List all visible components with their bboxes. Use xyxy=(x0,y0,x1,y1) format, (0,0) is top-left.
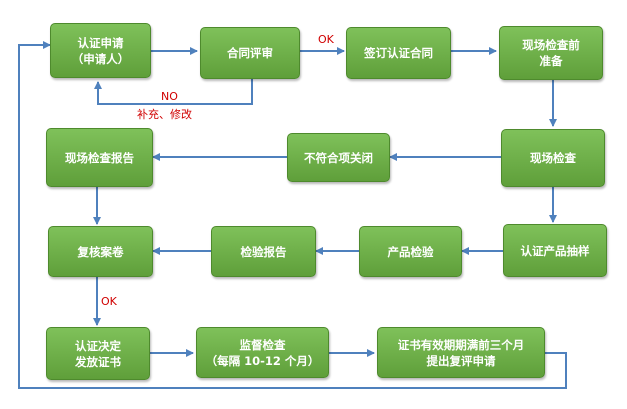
label-ok-review: OK xyxy=(318,33,334,46)
arrow-expire-loop-apply xyxy=(18,41,567,389)
label-no: NO xyxy=(161,90,178,103)
box-report-text: 现场检查报告 xyxy=(65,150,134,165)
box-prepare-text: 现场检查前 准备 xyxy=(522,38,580,68)
box-sampling: 认证产品抽样 xyxy=(503,224,607,277)
box-expire: 证书有效期期满前三个月 提出复评申请 xyxy=(377,327,545,378)
box-supervise-text: 监督检查 （每隔 10-12 个月） xyxy=(205,337,320,368)
box-close-text: 不符合项关闭 xyxy=(304,150,373,165)
box-close: 不符合项关闭 xyxy=(287,133,390,182)
box-apply-text: 认证申请 （申请人） xyxy=(71,35,130,66)
box-decision: 认证决定 发放证书 xyxy=(46,327,150,380)
box-inspect-text: 现场检查 xyxy=(530,151,576,165)
box-archive-text: 复核案卷 xyxy=(77,244,124,259)
box-review-text: 合同评审 xyxy=(227,46,273,60)
box-apply: 认证申请 （申请人） xyxy=(50,23,151,78)
box-testreport-text: 检验报告 xyxy=(240,244,287,259)
box-sign-text: 签订认证合同 xyxy=(364,46,433,60)
box-expire-text: 证书有效期期满前三个月 提出复评申请 xyxy=(397,337,525,368)
box-supervise: 监督检查 （每隔 10-12 个月） xyxy=(196,327,329,378)
box-archive: 复核案卷 xyxy=(48,226,153,277)
box-producttest: 产品检验 xyxy=(359,226,462,277)
box-sign: 签订认证合同 xyxy=(346,27,451,79)
box-prepare: 现场检查前 准备 xyxy=(499,26,603,80)
arrow-review-back-apply xyxy=(94,79,253,105)
label-supplement: 补充、修改 xyxy=(137,108,192,121)
box-review: 合同评审 xyxy=(200,27,300,79)
label-ok-archive: OK xyxy=(101,295,117,308)
box-report: 现场检查报告 xyxy=(46,128,153,187)
box-sampling-text: 认证产品抽样 xyxy=(520,243,590,258)
box-decision-text: 认证决定 发放证书 xyxy=(75,338,121,369)
box-testreport: 检验报告 xyxy=(211,226,316,277)
box-inspect: 现场检查 xyxy=(501,129,605,187)
box-producttest-text: 产品检验 xyxy=(387,244,434,259)
